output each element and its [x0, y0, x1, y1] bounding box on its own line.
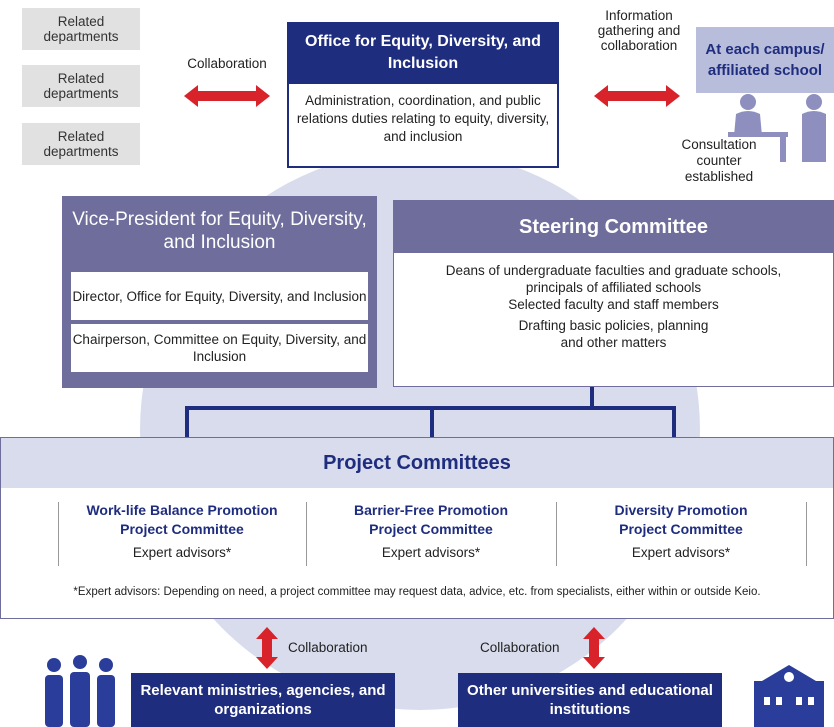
steering-body: Deans of undergraduate faculties and gra… [394, 253, 833, 351]
related-department-box: Related departments [22, 8, 140, 50]
connector-line [430, 406, 434, 438]
school-building-icon [754, 665, 824, 727]
people-group-icon [45, 655, 115, 727]
related-department-box: Related departments [22, 65, 140, 107]
vp-role: Director, Office for Equity, Diversity, … [71, 272, 368, 320]
project-committees-title: Project Committees [1, 438, 833, 488]
consultation-label: Consultation counter established [681, 137, 757, 184]
vp-role: Chairperson, Committee on Equity, Divers… [71, 324, 368, 372]
vertical-double-arrow-icon [256, 627, 278, 669]
expert-advisors: Expert advisors* [381, 545, 481, 560]
steering-committee-box: Steering Committee Deans of undergraduat… [393, 200, 834, 387]
expert-advisors: Expert advisors* [132, 545, 232, 560]
project-committee-name: Diversity Promotion Project Committee [614, 502, 748, 537]
campus-box: At each campus/ affiliated school [696, 27, 834, 93]
office-title: Office for Equity, Diversity, and Inclus… [289, 24, 557, 84]
ministries-box: Relevant ministries, agencies, and organ… [131, 673, 395, 727]
double-arrow-icon [184, 85, 270, 107]
vice-president-box: Vice-President for Equity, Diversity, an… [62, 196, 377, 388]
project-committee-item: Barrier-Free Promotion Project Committee… [306, 501, 556, 561]
expert-advisors-note: *Expert advisors: Depending on need, a p… [73, 586, 761, 598]
connector-line [590, 387, 594, 408]
project-committee-name: Barrier-Free Promotion Project Committee [353, 502, 509, 537]
vice-president-title: Vice-President for Equity, Diversity, an… [72, 209, 367, 253]
project-committees-box: Project Committees Work-life Balance Pro… [0, 437, 834, 619]
expert-advisors: Expert advisors* [631, 545, 731, 560]
office-description: Administration, coordination, and public… [296, 93, 550, 144]
collaboration-label: Collaboration [480, 640, 560, 655]
divider [806, 502, 807, 566]
project-committee-item: Work-life Balance Promotion Project Comm… [58, 501, 306, 561]
divider [306, 502, 307, 566]
consultation-people-icon [728, 94, 826, 162]
double-arrow-icon [594, 85, 680, 107]
collaboration-label: Collaboration [288, 640, 368, 655]
office-box: Office for Equity, Diversity, and Inclus… [287, 22, 559, 168]
connector-line [185, 406, 189, 438]
information-collaboration-label: Information gathering and collaboration [597, 8, 681, 53]
steering-members-selected: Selected faculty and staff members [508, 297, 719, 312]
vertical-double-arrow-icon [583, 627, 605, 669]
divider [58, 502, 59, 566]
collaboration-label: Collaboration [187, 56, 267, 71]
steering-duties: Drafting basic policies, planning and ot… [518, 318, 709, 350]
universities-box: Other universities and educational insti… [458, 673, 722, 727]
related-department-box: Related departments [22, 123, 140, 165]
steering-members: Deans of undergraduate faculties and gra… [445, 263, 782, 295]
connector-line [672, 406, 676, 438]
project-committee-item: Diversity Promotion Project Committee Ex… [556, 501, 806, 561]
divider [556, 502, 557, 566]
steering-committee-title: Steering Committee [394, 201, 833, 253]
project-committee-name: Work-life Balance Promotion Project Comm… [86, 502, 278, 537]
